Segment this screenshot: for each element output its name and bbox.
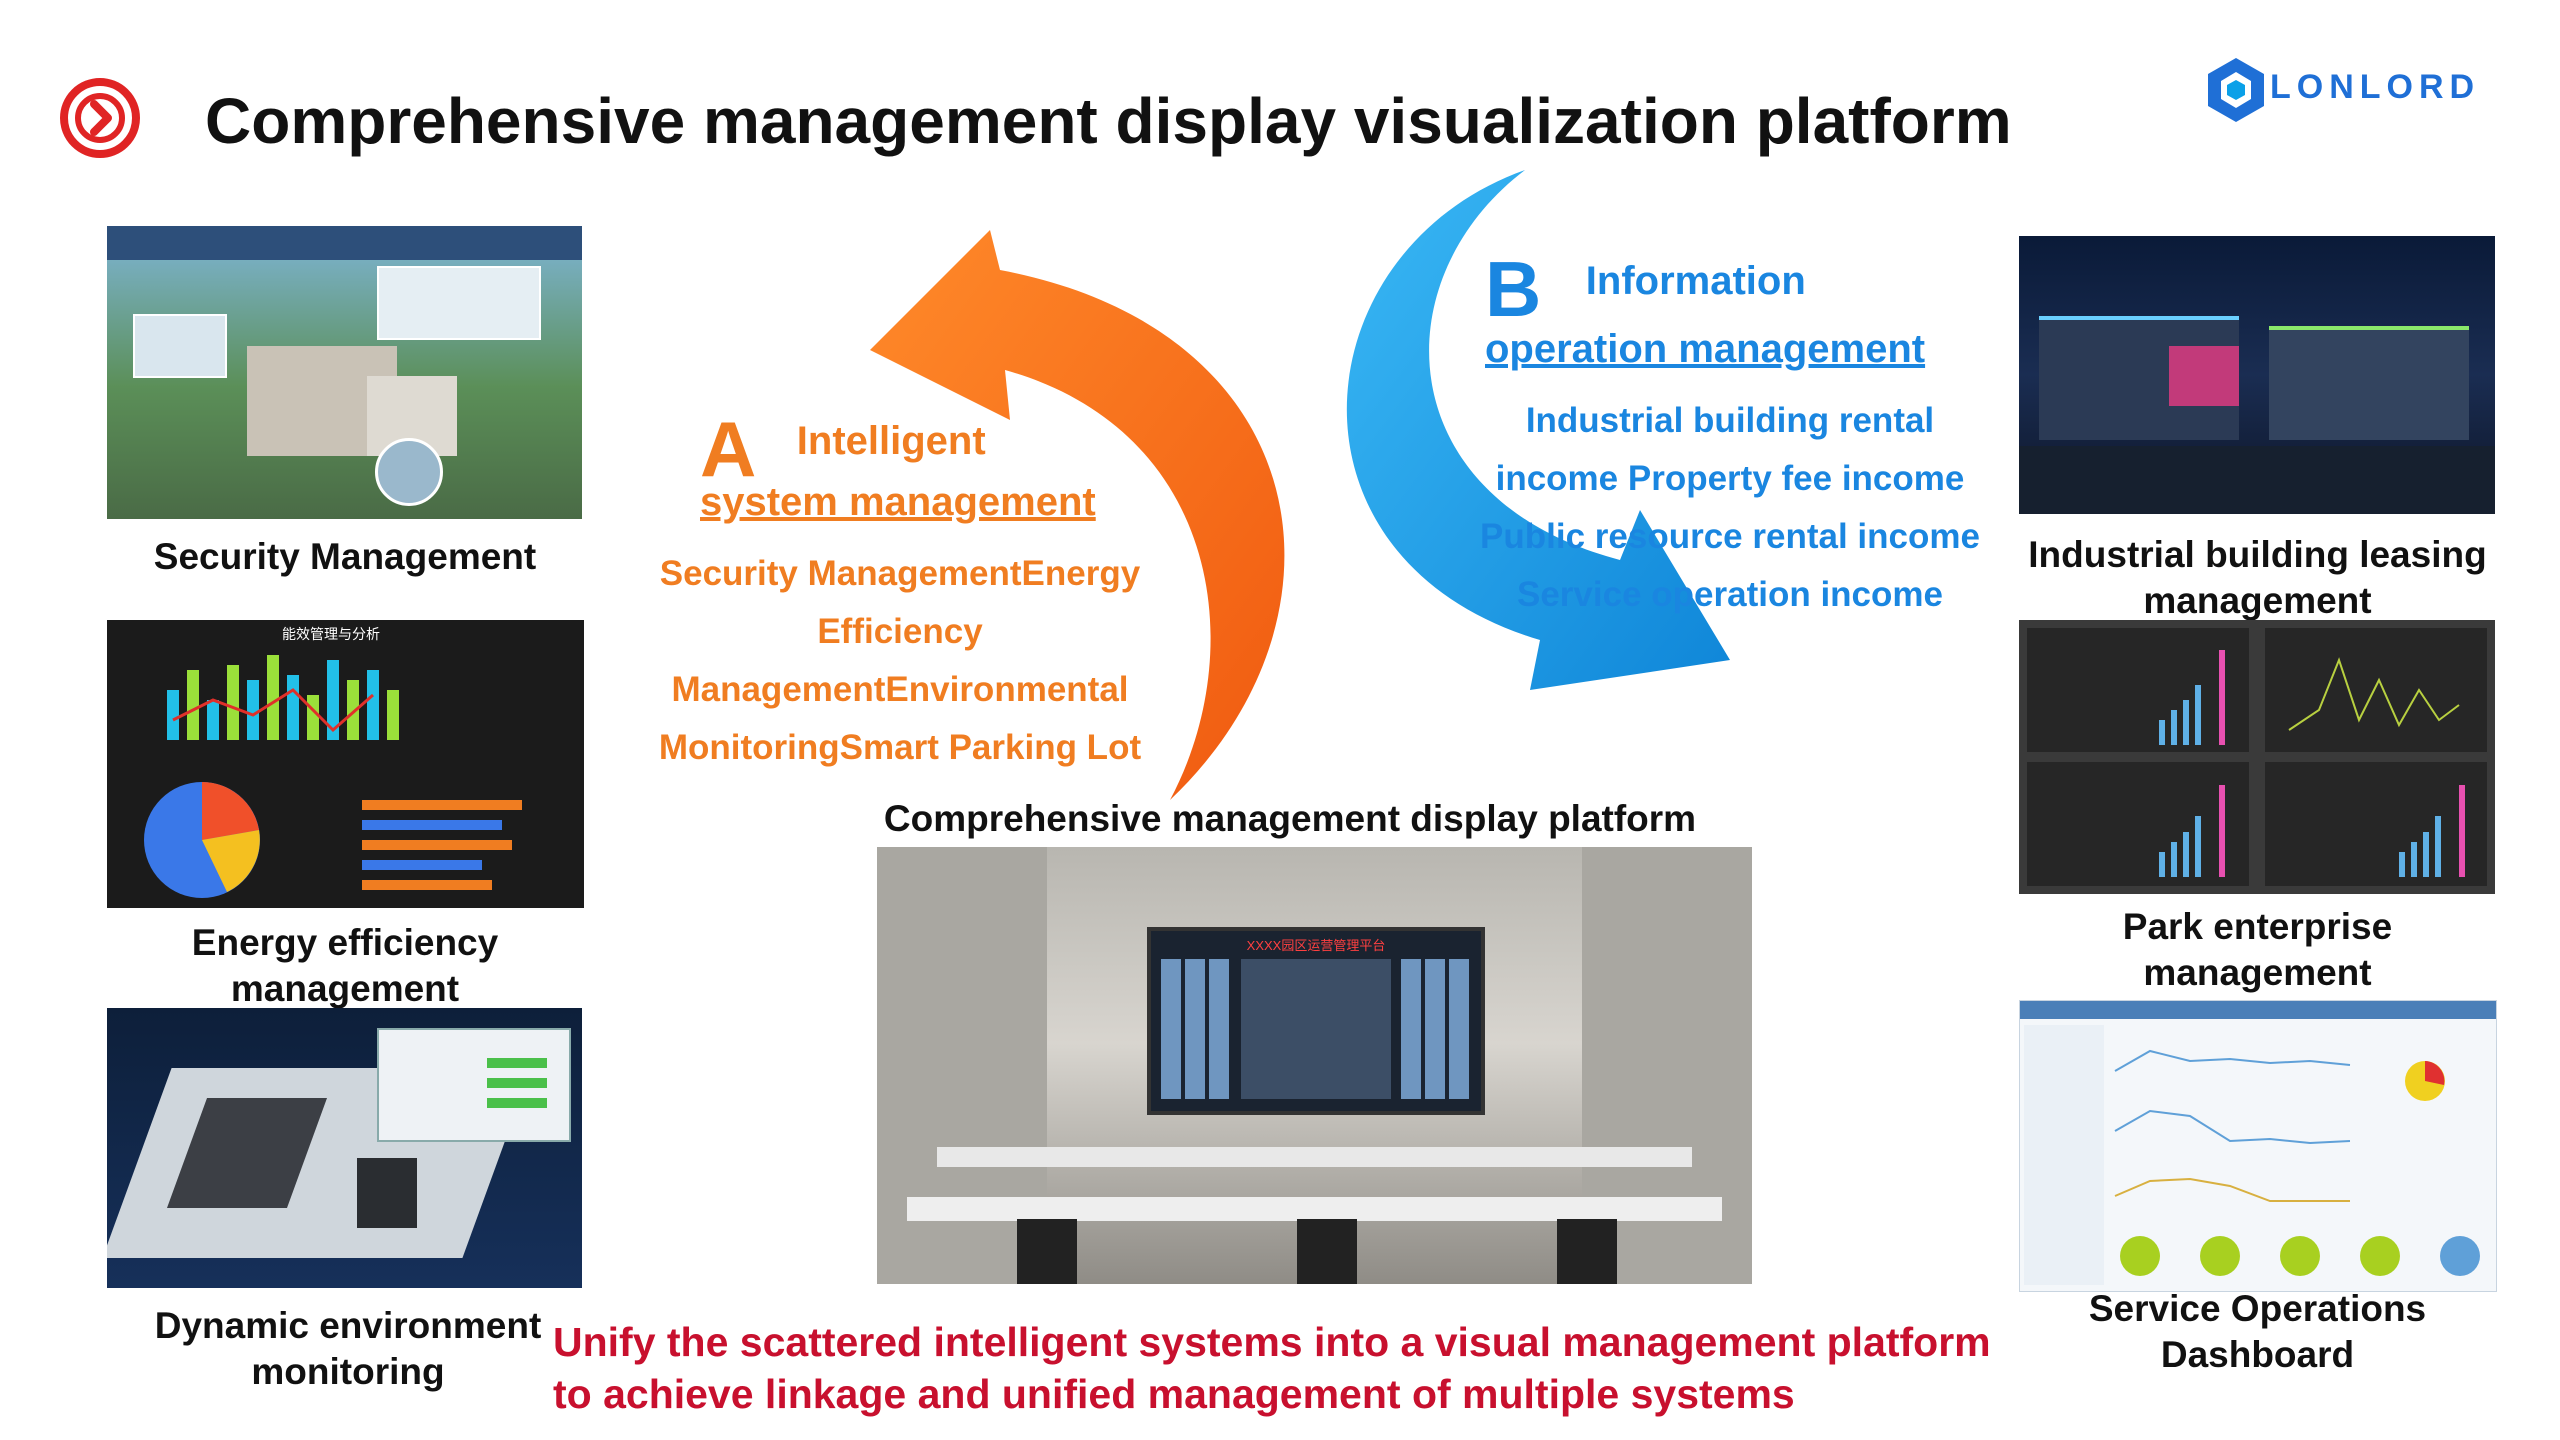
center-platform-caption: Comprehensive management display platfor… [883,798,1697,839]
section-a-letter: A [700,405,757,493]
industrial-building-photo [2019,236,2495,514]
orange-cycle-arrow [870,230,1285,800]
section-b-heading: B Information [1485,244,1806,335]
section-a-item: Efficiency [817,612,983,651]
energy-caption-line1: Energy efficiency [191,922,499,963]
bottom-note: Unify the scattered intelligent systems … [553,1316,1991,1420]
header-icon-wrap [58,76,142,160]
section-a-title: Intelligent [796,419,986,463]
service-dashboard-caption: Service Operations Dashboard [2005,1286,2510,1378]
section-a-items: Security ManagementEnergy Efficiency Man… [620,545,1180,777]
blue-cycle-arrow [1346,170,1730,690]
dynamic-caption-line1: Dynamic environment [154,1305,542,1346]
enterprise-caption-line2: management [2143,952,2372,993]
park-enterprise-caption: Park enterprise management [2005,904,2510,996]
security-management-screenshot [107,226,582,519]
enterprise-caption-line1: Park enterprise [2122,906,2393,947]
control-room-photo: XXXX园区运营管理平台 [877,847,1752,1284]
section-a-item: Security ManagementEnergy [659,554,1141,593]
park-enterprise-screenshot [2019,620,2495,894]
service-dashboard-screenshot [2019,1000,2497,1292]
section-b-letter: B [1485,245,1542,333]
section-a-subtitle: system management [700,480,1096,524]
section-b-items: Industrial building rental income Proper… [1450,392,2010,624]
page-title: Comprehensive management display visuali… [205,85,2012,157]
section-b-title: Information [1585,259,1806,303]
section-b-item: Public resource rental income [1480,517,1980,556]
lonlord-logo-icon [2208,58,2264,122]
industrial-building-caption: Industrial building leasing management [2005,532,2510,624]
video-wall: XXXX园区运营管理平台 [1147,927,1485,1115]
brand-logo [2205,56,2267,124]
building-caption-line2: management [2143,580,2372,621]
energy-caption-line2: management [230,968,460,1009]
security-management-caption: Security Management [153,536,537,577]
dynamic-environment-screenshot [107,1008,582,1288]
energy-panel-title: 能效管理与分析 [282,626,380,642]
section-b-item: Industrial building rental [1525,401,1935,440]
service-dashboard-graphics [2114,1049,2480,1276]
dynamic-caption-line2: monitoring [251,1351,445,1392]
dynamic-environment-caption: Dynamic environment monitoring [112,1303,584,1395]
energy-bar-graphic [144,655,522,898]
service-caption-line1: Service Operations [2088,1288,2427,1329]
section-b-item: income Property fee income [1495,459,1965,498]
section-a-heading: A Intelligent [700,404,986,495]
energy-efficiency-screenshot: 能效管理与分析 [107,620,584,908]
section-b-item: Service operation income [1517,575,1943,614]
bottom-note-line2: to achieve linkage and unified managemen… [553,1371,1795,1417]
video-wall-title: XXXX园区运营管理平台 [1246,938,1386,953]
service-caption-line2: Dashboard [2160,1334,2355,1375]
enterprise-chart-grid [2027,628,2487,886]
building-caption-line1: Industrial building leasing [2028,534,2487,575]
bottom-note-line1: Unify the scattered intelligent systems … [553,1319,1991,1365]
energy-efficiency-caption: Energy efficiency management [90,920,600,1012]
brand-name: LONLORD [2270,68,2481,106]
section-b-subtitle: operation management [1485,327,1926,371]
chevron-right-circle-icon [60,78,140,158]
section-a-item: MonitoringSmart Parking Lot [658,728,1142,767]
section-a-item: ManagementEnvironmental [671,670,1129,709]
